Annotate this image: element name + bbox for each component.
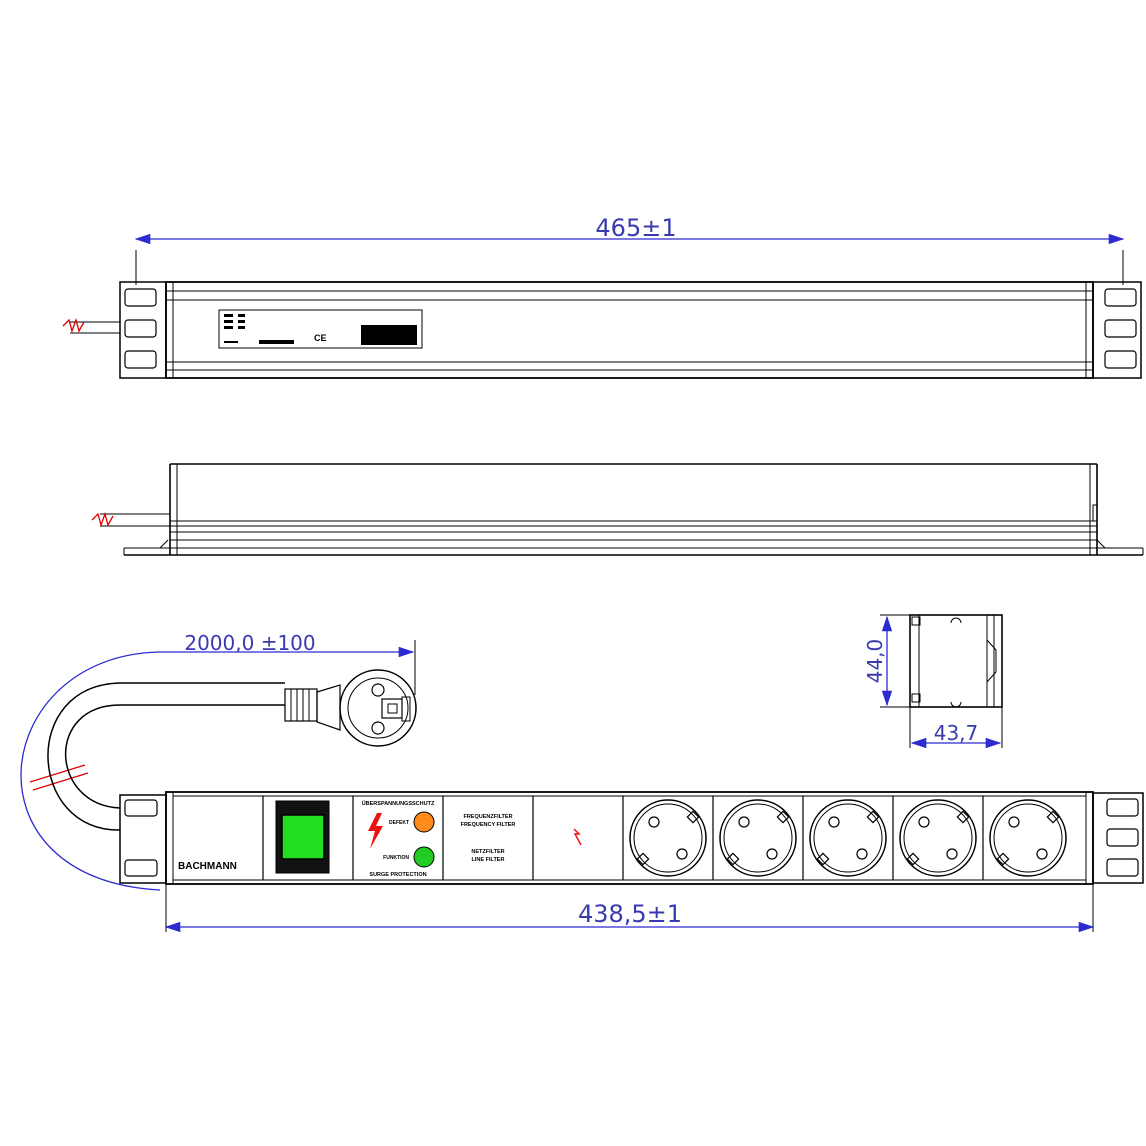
- function-label: FUNKTION: [383, 855, 409, 861]
- power-switch: [275, 800, 330, 874]
- frequency-filter-de: FREQUENZFILTER: [463, 814, 512, 820]
- cable-length-label: 2000,0 ±100: [184, 631, 315, 655]
- total-length-label: 465±1: [595, 214, 676, 242]
- power-socket: [982, 796, 1067, 880]
- overvoltage-title: ÜBERSPANNUNGSSCHUTZ: [362, 800, 435, 807]
- lightning-icon: [368, 813, 383, 849]
- power-socket: [802, 796, 887, 880]
- surge-protection-label: SURGE PROTECTION: [369, 872, 426, 878]
- depth-label: 43,7: [934, 721, 979, 745]
- pdu-body: [165, 791, 1094, 885]
- left-mounting-bracket: [119, 794, 167, 884]
- body-length-label: 438,5±1: [578, 900, 682, 928]
- line-filter-en: LINE FILTER: [472, 857, 505, 863]
- fuse-symbol-icon: [573, 828, 582, 846]
- brand-label: BACHMANN: [178, 861, 237, 872]
- power-socket: [892, 796, 977, 880]
- schuko-plug: [316, 669, 417, 747]
- ce-mark: CE: [314, 333, 327, 343]
- frequency-filter-en: FREQUENCY FILTER: [461, 822, 516, 828]
- rating-label-plate: [218, 309, 423, 349]
- cable-length-dim-line: [20, 646, 415, 891]
- barcode: [361, 325, 417, 345]
- end-view: 44,0 43,7: [863, 614, 1003, 749]
- defect-led: [413, 811, 435, 833]
- defect-label: DEFEKT: [389, 820, 409, 826]
- right-mounting-bracket: [1092, 792, 1144, 884]
- front-view: 2000,0 ±100: [20, 631, 1144, 933]
- top-view: 465±1 CE: [62, 214, 1142, 379]
- cable-break-symbol: [62, 317, 85, 334]
- function-led: [413, 846, 435, 868]
- socket-group: [629, 796, 1067, 880]
- line-filter-de: NETZFILTER: [471, 849, 504, 855]
- side-view: [91, 463, 1144, 556]
- power-socket: [712, 796, 797, 880]
- height-label: 44,0: [863, 639, 887, 684]
- power-socket: [629, 799, 707, 877]
